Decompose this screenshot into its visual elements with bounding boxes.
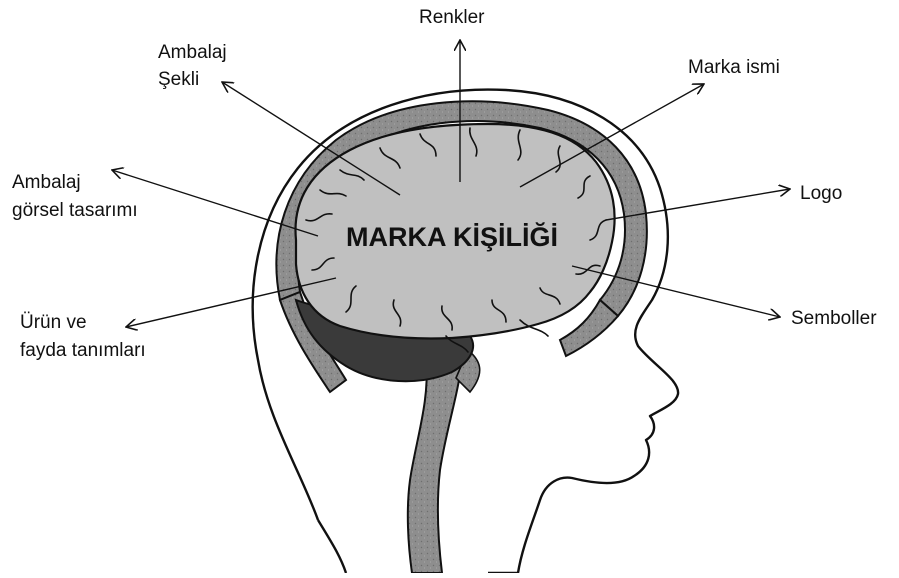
label-urun-2: fayda tanımları xyxy=(20,340,146,361)
label-ambalaj-gorsel-2: görsel tasarımı xyxy=(12,200,138,221)
label-ambalaj-sekli-1: Ambalaj xyxy=(158,42,227,63)
center-label: MARKA KİŞİLİĞİ xyxy=(346,221,558,252)
label-ambalaj-sekli-2: Şekli xyxy=(158,69,199,90)
label-ambalaj-gorsel-1: Ambalaj xyxy=(12,172,81,193)
label-semboller: Semboller xyxy=(791,308,877,329)
label-logo: Logo xyxy=(800,183,842,204)
label-urun-1: Ürün ve xyxy=(20,312,87,333)
label-renkler: Renkler xyxy=(419,7,485,28)
label-marka-ismi: Marka ismi xyxy=(688,57,780,78)
